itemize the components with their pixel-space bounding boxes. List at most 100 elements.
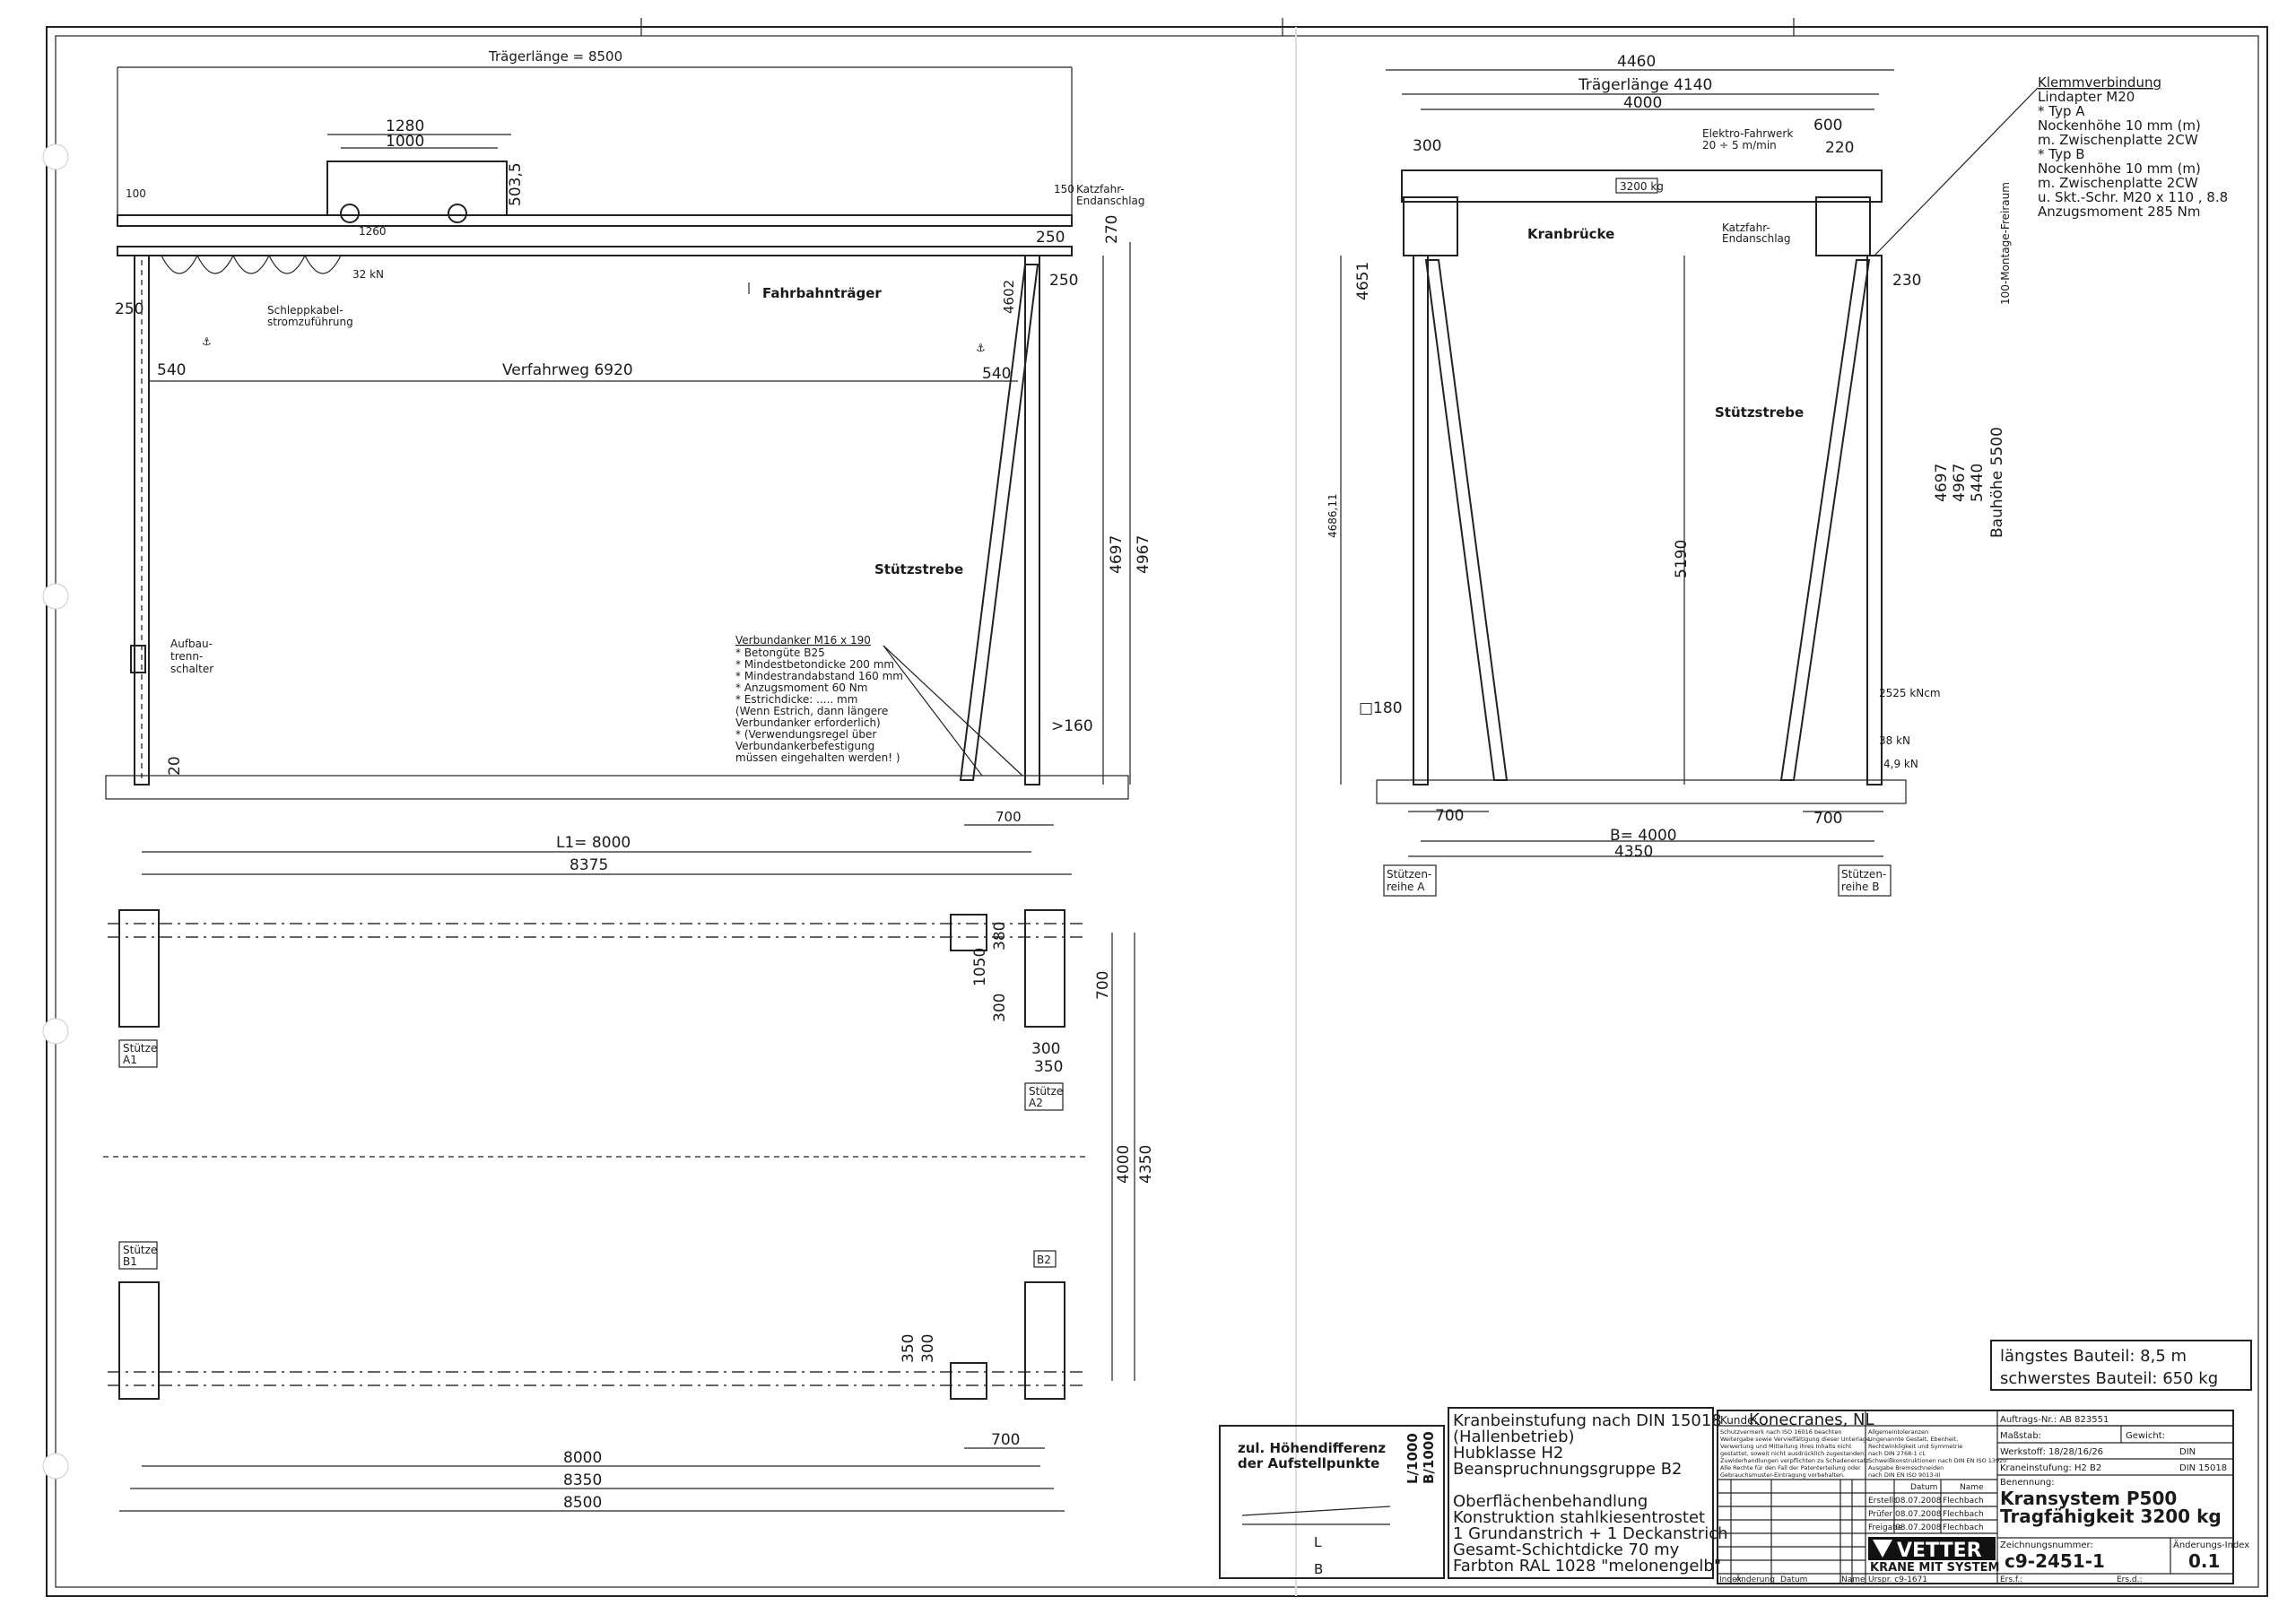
dim-250c: 250 xyxy=(1049,272,1078,290)
dim-700b-plan: 700 xyxy=(991,1431,1020,1449)
svg-text:Verbundanker erforderlich): Verbundanker erforderlich) xyxy=(735,716,881,729)
side-elevation: Trägerlänge = 8500 1280 1000 503,5 1260 … xyxy=(105,48,1152,875)
svg-text:nach DIN 2768-1 cL: nach DIN 2768-1 cL xyxy=(1868,1450,1926,1457)
svg-text:Lindapter M20: Lindapter M20 xyxy=(2038,89,2135,105)
svg-text:Anzugsmoment 285 Nm: Anzugsmoment 285 Nm xyxy=(2038,204,2201,220)
dim-8375: 8375 xyxy=(570,856,608,874)
dim-1000: 1000 xyxy=(386,133,424,151)
svg-text:m. Zwischenplatte 2CW: m. Zwischenplatte 2CW xyxy=(2038,132,2198,148)
festoon-cable xyxy=(161,254,342,274)
dim-600: 600 xyxy=(1813,117,1842,135)
binder-holes xyxy=(42,143,69,1480)
svg-text:KRANE MIT SYSTEM: KRANE MIT SYSTEM xyxy=(1870,1561,1999,1575)
dim-160: >160 xyxy=(1051,717,1093,735)
svg-text:B/1000: B/1000 xyxy=(1421,1431,1437,1484)
label-stuetzstrebe: Stützstrebe xyxy=(874,561,963,577)
svg-text:Weitergabe sowie Vervielfältig: Weitergabe sowie Vervielfältigung dieser… xyxy=(1720,1436,1872,1443)
dim-4967-right: 4967 xyxy=(1951,464,1969,502)
dim-1050: 1050 xyxy=(971,948,989,986)
dim-220: 220 xyxy=(1825,139,1854,157)
runway-girder xyxy=(117,246,1073,256)
svg-text:Konstruktion stahlkiesentroste: Konstruktion stahlkiesentrostet xyxy=(1453,1508,1705,1527)
heaviest-part: schwerstes Bauteil: 650 kg xyxy=(2000,1369,2218,1388)
svg-text:der Aufstellpunkte: der Aufstellpunkte xyxy=(1238,1455,1379,1471)
svg-text:* Anzugsmoment 60 Nm: * Anzugsmoment 60 Nm xyxy=(735,681,867,694)
sheet-border xyxy=(46,26,2268,1597)
svg-text:* Typ B: * Typ B xyxy=(2038,146,2085,162)
dim-8000: 8000 xyxy=(563,1449,602,1467)
svg-text:Oberflächenbehandlung: Oberflächenbehandlung xyxy=(1453,1492,1648,1511)
revision-index: 0.1 xyxy=(2188,1550,2220,1572)
classification-notes: Kranbeinstufung nach DIN 15018 (Hallenbe… xyxy=(1448,1407,1728,1579)
svg-text:Datum: Datum xyxy=(1910,1483,1937,1492)
svg-text:Ers.d.:: Ers.d.: xyxy=(2117,1575,2143,1584)
svg-text:1 Grundanstrich + 1 Deckanstri: 1 Grundanstrich + 1 Deckanstrich xyxy=(1453,1524,1728,1543)
dim-230: 230 xyxy=(1892,272,1921,290)
svg-text:* Betongüte B25: * Betongüte B25 xyxy=(735,647,825,659)
note-aufbau: Aufbau- xyxy=(170,638,213,650)
svg-text:Gewicht:: Gewicht: xyxy=(2126,1431,2165,1441)
dim-300-plan-b: 300 xyxy=(1031,1040,1060,1058)
dim-1280: 1280 xyxy=(386,117,424,135)
svg-text:gestattet, soweit nicht ausdrü: gestattet, soweit nicht ausdrücklich zug… xyxy=(1720,1450,1866,1457)
dim-270: 270 xyxy=(1103,215,1121,244)
svg-text:VETTER: VETTER xyxy=(1897,1540,1982,1562)
svg-text:Farbton RAL 1028 "melonengelb": Farbton RAL 1028 "melonengelb" xyxy=(1453,1557,1721,1575)
svg-text:* Mindestbetondicke 200 mm: * Mindestbetondicke 200 mm xyxy=(735,658,894,671)
title-block: Kunde: Konecranes, NL Schutzvermerk nach… xyxy=(1717,1410,2249,1584)
dim-bauhoehe: Bauhöhe 5500 xyxy=(1988,427,2006,538)
svg-text:Datum: Datum xyxy=(1780,1575,1807,1584)
svg-text:Index: Index xyxy=(1719,1575,1742,1584)
svg-text:Beanspruchnungsgruppe B2: Beanspruchnungsgruppe B2 xyxy=(1453,1460,1683,1479)
hook-icon: ⚓ xyxy=(202,335,212,348)
baseplate-b2 xyxy=(1024,1281,1065,1400)
note-katzfahr: Katzfahr- xyxy=(1076,183,1125,195)
dim-5440: 5440 xyxy=(1969,464,1987,502)
svg-text:Rechtwinkligkeit und Symmetrie: Rechtwinkligkeit und Symmetrie xyxy=(1868,1443,1962,1450)
customer-name: Konecranes, NL xyxy=(1749,1410,1874,1429)
force-38: 38 kN xyxy=(1879,734,1910,747)
label-b2: B2 xyxy=(1037,1254,1051,1266)
hook-icon: ⚓ xyxy=(976,342,986,354)
dim-b: B= 4000 xyxy=(1610,827,1677,845)
svg-text:Flechbach: Flechbach xyxy=(1943,1523,1984,1532)
svg-text:DIN: DIN xyxy=(2179,1447,2196,1457)
svg-text:Flechbach: Flechbach xyxy=(1943,1497,1984,1506)
note-endanschlag: Endanschlag xyxy=(1076,195,1145,207)
dim-100: 100 xyxy=(126,187,146,200)
note-katz: Katzfahr- xyxy=(1722,221,1770,234)
note-stromzufuehrung: stromzuführung xyxy=(267,316,353,328)
column-right xyxy=(1024,255,1040,785)
label-a1: Stütze xyxy=(123,1042,157,1055)
svg-text:(Wenn Estrich, dann längere: (Wenn Estrich, dann längere xyxy=(735,705,888,717)
svg-text:Gebrauchsmuster-Eintragung vor: Gebrauchsmuster-Eintragung vorbehalten. xyxy=(1720,1471,1845,1479)
load-label: 32 kN xyxy=(352,268,384,281)
svg-text:müssen eingehalten werden! ): müssen eingehalten werden! ) xyxy=(735,751,900,764)
label-b1: Stütze xyxy=(123,1244,157,1256)
svg-text:Ausgabe Bremsschneiden: Ausgabe Bremsschneiden xyxy=(1868,1464,1944,1471)
dim-503: 503,5 xyxy=(507,162,525,206)
drawing-number: c9-2451-1 xyxy=(2005,1550,2105,1572)
dim-300: 300 xyxy=(1413,137,1441,155)
label-row-a-2: reihe A xyxy=(1387,881,1425,893)
label-a2: Stütze xyxy=(1029,1085,1063,1098)
drawing-title: Kransystem P500 xyxy=(2000,1488,2177,1509)
svg-text:Freigabe: Freigabe xyxy=(1868,1523,1903,1532)
svg-text:Kranbeinstufung nach DIN 15018: Kranbeinstufung nach DIN 15018 xyxy=(1453,1411,1722,1430)
svg-text:Urspr. c9-1671: Urspr. c9-1671 xyxy=(1868,1575,1927,1584)
baseplate-a2 xyxy=(1024,909,1065,1028)
svg-text:Alle Rechte für den Fall der P: Alle Rechte für den Fall der Patentertei… xyxy=(1720,1464,1861,1471)
dim-4697-right: 4697 xyxy=(1933,464,1951,502)
column-left xyxy=(134,255,150,785)
svg-text:08.07.2008: 08.07.2008 xyxy=(1895,1497,1942,1506)
dim-4000: 4000 xyxy=(1623,94,1662,112)
svg-text:Kraneinstufung: H2 B2: Kraneinstufung: H2 B2 xyxy=(2000,1463,2101,1473)
label-row-b: Stützen- xyxy=(1841,868,1886,881)
bridge-girder xyxy=(1401,169,1883,203)
svg-text:Gesamt-Schichtdicke 70 my: Gesamt-Schichtdicke 70 my xyxy=(1453,1541,1680,1559)
svg-text:Verwertung und Mitteilung ihre: Verwertung und Mitteilung ihres Inhalts … xyxy=(1720,1443,1852,1450)
dim-1260: 1260 xyxy=(359,225,387,238)
drawing-subtitle: Tragfähigkeit 3200 kg xyxy=(2000,1506,2222,1527)
label-stuetzstrebe-right: Stützstrebe xyxy=(1715,404,1804,421)
plan-view: Stütze A1 Stütze A2 Stütze B1 B2 1050 38… xyxy=(103,909,1155,1512)
